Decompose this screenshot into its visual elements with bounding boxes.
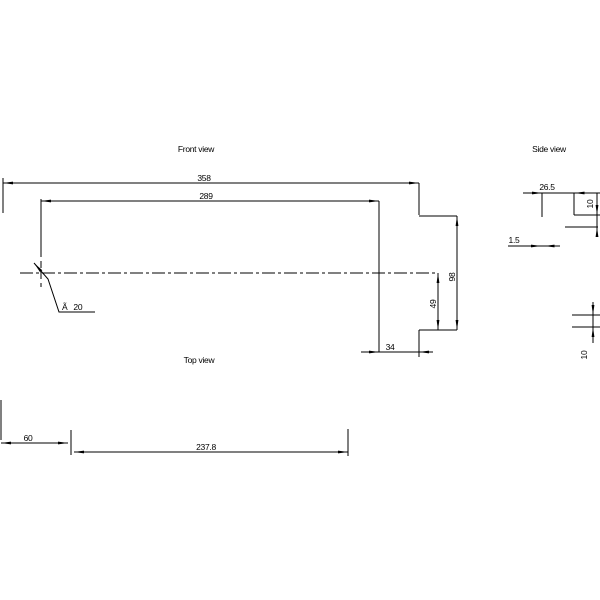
dim-top-thickness-label: 10	[585, 199, 595, 208]
arrowhead	[455, 320, 459, 330]
arrowhead	[531, 244, 541, 248]
arrowhead	[1, 441, 11, 445]
arrowhead	[419, 350, 429, 354]
hole-callout-label: Ã 20	[62, 302, 83, 312]
dim-bottom-thickness-label: 10	[579, 350, 589, 359]
leader-arrowhead	[34, 263, 43, 273]
arrowhead	[591, 305, 595, 315]
dim-wall-thickness-label: 1.5	[509, 235, 520, 245]
dim-half-height-label: 49	[428, 299, 438, 308]
front-view: Front view 358 289 98 49	[2, 144, 459, 357]
arrowhead	[41, 199, 51, 203]
front-view-title: Front view	[178, 144, 215, 154]
arrowhead	[3, 181, 13, 185]
dim-offset-label: 60	[24, 433, 33, 443]
dim-total-width-label: 358	[197, 173, 211, 183]
arrowhead	[591, 327, 595, 337]
dim-step-width-label: 34	[386, 342, 395, 352]
dim-side-width-label: 26.5	[539, 182, 555, 192]
arrowhead	[74, 450, 84, 454]
arrowhead	[455, 216, 459, 226]
top-view: Top view 60 237.8	[0, 355, 349, 456]
arrowhead	[436, 273, 440, 283]
arrowhead	[58, 441, 68, 445]
arrowhead	[544, 244, 555, 248]
arrowhead	[369, 350, 379, 354]
side-view-title: Side view	[532, 144, 567, 154]
arrowhead	[595, 227, 599, 237]
dim-total-height-label: 98	[447, 272, 457, 281]
arrowhead	[574, 191, 585, 195]
arrowhead	[532, 191, 542, 195]
arrowhead	[369, 199, 379, 203]
arrowhead	[409, 181, 419, 185]
arrowhead	[595, 205, 599, 215]
top-view-title: Top view	[184, 355, 216, 365]
dim-inner-width-label: 289	[199, 191, 213, 201]
arrowhead	[436, 320, 440, 330]
side-view: Side view 26.5 10 1.5 10	[508, 144, 600, 359]
dim-length-label: 237.8	[196, 442, 216, 452]
arrowhead	[338, 450, 348, 454]
